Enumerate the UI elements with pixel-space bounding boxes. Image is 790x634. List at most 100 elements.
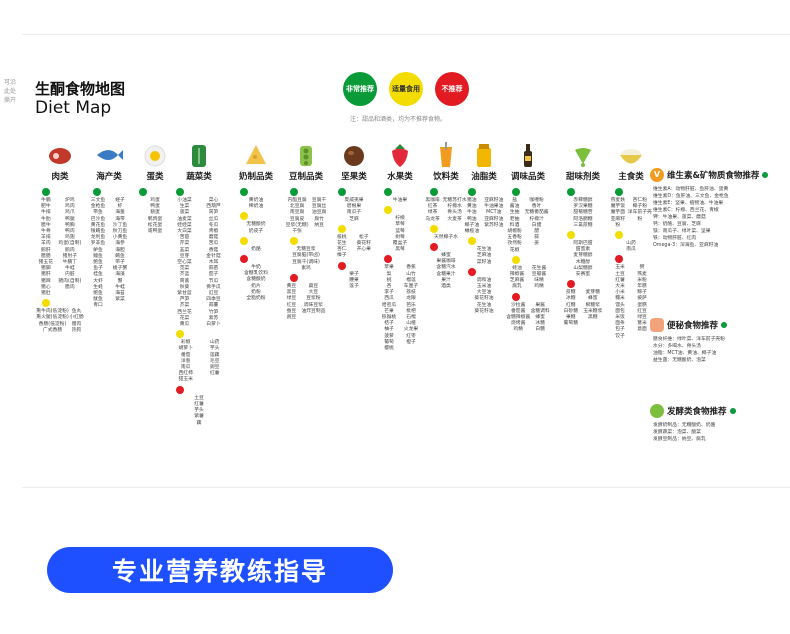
food-item: 牛排 — [41, 210, 51, 216]
food-group: 土豆红薯芋头紫薯藕 — [170, 385, 228, 427]
food-column-10: 调味品类盐酱油生抽老抽料酒胡椒粉五香粉孜然粉花椒咖喱粉香叶无糖番茄酱柠檬汁白醋醋… — [506, 142, 550, 482]
drink-icon — [424, 142, 468, 168]
food-item: 柠檬汁 — [529, 216, 544, 222]
food-item: 含糖辣椒酱 — [506, 315, 531, 321]
column-items: 内酯豆腐北豆腐南豆腐豆腐皮豆浆(无糖)千张豆腐干豆腐丝油豆腐腐竹纳豆无糖豆浆豆腐… — [284, 188, 328, 321]
food-item: 年糕 — [637, 284, 647, 290]
food-item: 韭菜 — [179, 247, 190, 253]
food-item: 鸡爪 — [65, 210, 75, 216]
red-dot-icon — [468, 267, 476, 276]
food-item: 冬瓜 — [208, 222, 219, 228]
food-item: 栗子 — [349, 271, 359, 277]
food-item: 阿斯巴甜 — [573, 241, 593, 247]
column-title: 奶制品类 — [238, 172, 273, 182]
food-item: 红糖 — [565, 302, 576, 308]
food-item: 馒头 — [615, 302, 625, 308]
food-item: 白砂糖 — [563, 308, 578, 314]
food-item: 菜心 — [208, 198, 219, 203]
food-item: 空心菜 — [177, 260, 192, 266]
food-item: 果糖 — [565, 315, 576, 321]
food-column-2: 蛋类鸡蛋鸭蛋鹅蛋鹌鹑蛋松花蛋咸鸭蛋 — [133, 142, 177, 482]
food-item: 草莓 — [395, 222, 405, 228]
food-item: 果酱咖啡 — [436, 259, 456, 265]
food-item: 含糖乳饮料 — [244, 271, 268, 277]
green-dot-icon — [176, 188, 184, 196]
food-item: 黑莓 — [395, 247, 405, 253]
food-item: 石榴 — [406, 315, 416, 321]
food-group: 内酯豆腐北豆腐南豆腐豆腐皮豆浆(无糖)千张豆腐干豆腐丝油豆腐腐竹纳豆 — [284, 188, 328, 235]
food-item: 无糖苏打水 — [442, 198, 467, 203]
panel-line: 铁：动物肝脏、红肉 — [653, 236, 697, 241]
red-dot-icon — [176, 385, 184, 394]
vitamin-icon: V — [650, 168, 664, 182]
food-item: 鸡精 — [513, 327, 523, 333]
food-item: 含糖酸奶 — [246, 277, 266, 283]
column-title: 肉类 — [51, 172, 69, 182]
food-item: 玉米油 — [476, 284, 492, 290]
food-item: 猪肝 — [41, 272, 51, 278]
food-item: 胡椒粉 — [507, 229, 522, 235]
column-items: 夏威夷果碧根果南瓜子芝麻核桃花生杏仁榛子松子葵花籽开心果栗子腰果莲子 — [332, 188, 376, 290]
food-item: 豆腐干(调味) — [292, 259, 320, 265]
food-item: 木耳 — [208, 260, 219, 266]
food-column-8: 饮料类黑咖啡红茶绿茶乌龙茶无糖苏打水柠檬水骨头汤大麦茶天然椰子水蜂蜜果酱咖啡含糖… — [424, 142, 468, 482]
food-item: 姜 — [534, 241, 539, 247]
food-item: 海带 — [115, 216, 125, 222]
food-item: 荔枝 — [406, 290, 416, 296]
food-item: 巴沙鱼 — [90, 216, 106, 222]
food-item: 红茶 — [427, 204, 438, 210]
food-item: MCT油 — [486, 210, 502, 216]
food-item: 鸡蛋 — [150, 198, 160, 203]
food-item: 玉米糖浆 — [583, 308, 603, 314]
food-item: 小油菜 — [177, 198, 192, 203]
food-item: 芒果 — [384, 308, 394, 314]
food-item: 西兰花 — [177, 309, 192, 315]
food-item: 咖喱粉 — [529, 198, 544, 203]
food-item: 金枪鱼 — [90, 204, 106, 210]
food-item: 冰糖 — [565, 296, 576, 302]
food-item: 油麦菜 — [177, 216, 192, 222]
column-items: 燕麦麸魔芋饭魔芋面亚麻籽粉杏仁粉椰子粉洋车前子壳粉山药南瓜玉米土豆红薯大米小米糯… — [609, 188, 653, 340]
food-group: 沙拉酱番茄酱含糖辣椒酱烧烤酱鸡精果酱含糖调料蜂蜜冰糖白糖 — [506, 292, 550, 334]
panel-line: 发酵奶制品：无糖酸奶、奶酪 — [653, 423, 716, 428]
food-item: 乌龙茶 — [425, 216, 440, 222]
yellow-dot-icon — [290, 237, 298, 246]
coach-banner[interactable]: 专业营养教练指导 — [47, 547, 393, 593]
food-item: 大白菜 — [177, 229, 192, 235]
food-item: 腐乳 — [512, 284, 522, 290]
food-item: 腰果 — [349, 277, 359, 283]
food-item: 菜籽油 — [476, 259, 492, 265]
yellow-dot-icon — [240, 236, 248, 245]
food-item: 花菜 — [179, 315, 190, 321]
yellow-dot-icon — [615, 231, 623, 240]
food-item: 黄油 — [466, 204, 477, 210]
food-item: 安赛蜜 — [575, 272, 591, 278]
food-item: 紫甘蓝 — [177, 291, 192, 297]
food-item: 熏火腿(低淀粉) — [36, 315, 69, 321]
panel-line: 维生素D：鱼肝油、三文鱼、金枪鱼 — [653, 194, 729, 199]
food-item: 猪心 — [41, 284, 51, 290]
food-item: 海参 — [115, 241, 125, 247]
food-item: 树莓 — [395, 234, 405, 240]
food-item: 绿茶 — [427, 210, 438, 216]
food-item: 山梨糖醇 — [573, 265, 593, 271]
food-item: 绿豆 — [286, 296, 297, 302]
yellow-dot-icon — [338, 224, 346, 233]
food-item: 甜玉米 — [178, 377, 193, 383]
food-item: 鸡肉 — [65, 204, 75, 210]
food-item: 果酱 — [535, 302, 545, 308]
food-item: 芝麻 — [349, 216, 359, 222]
panel-ferment: 发酵类食物推荐发酵奶制品：无糖酸奶、奶酪发酵蔬菜：泡菜、酸菜发酵豆制品：纳豆、腐… — [650, 404, 785, 443]
food-item: 热狗 — [71, 327, 82, 333]
food-column-11: 甜味剂类赤藓糖醇罗汉果糖甜菊糖苷阿洛酮糖三氯蔗糖阿斯巴甜甜蜜素麦芽糖醇木糖醇山梨… — [561, 142, 605, 482]
food-item: 米饭 — [615, 315, 625, 321]
food-item: 杏仁粉 — [632, 198, 647, 203]
column-items: 牛腩肥牛牛排牛肋腊牛牛骨羊排羊肉鹅肝腊肠猪五花猪脚猪肝猪蹄猪心猪肚炉鸡鸡肉鸡爪鸭… — [36, 188, 84, 334]
food-item: 紫苏 — [208, 315, 219, 321]
food-item: 蜂蜜 — [587, 296, 598, 302]
food-item: 罗汉果糖 — [573, 204, 593, 210]
food-item: 杏 — [386, 284, 392, 290]
food-item: 鸭油 — [466, 216, 477, 222]
panel-title: 发酵类食物推荐 — [667, 407, 727, 417]
